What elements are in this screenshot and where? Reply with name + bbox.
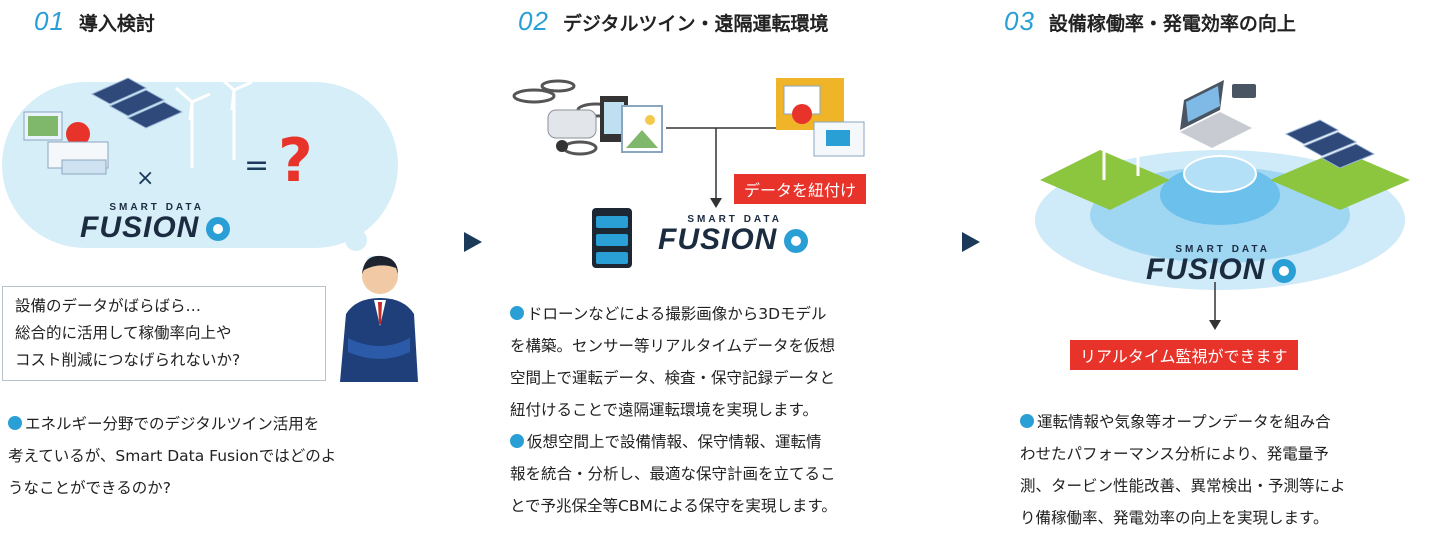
step-arrow-1 xyxy=(464,232,482,252)
equals-symbol: = xyxy=(244,148,269,183)
bullet-dot xyxy=(1020,414,1034,428)
camera-image-icon xyxy=(600,96,662,152)
step-2-illustration xyxy=(496,70,936,290)
brain-hologram-icon xyxy=(1184,156,1256,192)
data-link-tag: データを紐付け xyxy=(734,174,866,204)
step-2-number: 02 xyxy=(518,6,549,37)
bullet-dot xyxy=(510,434,524,448)
step-1-title: 導入検討 xyxy=(79,9,155,36)
down-arrow xyxy=(1208,282,1222,330)
businessman-icon xyxy=(318,254,428,384)
step-2-column: 02 デジタルツイン・遠隔運転環境 xyxy=(496,0,936,542)
folder-icon xyxy=(776,78,864,156)
step-2-title: デジタルツイン・遠隔運転環境 xyxy=(563,9,829,36)
step-2-header: 02 デジタルツイン・遠隔運転環境 xyxy=(518,6,829,37)
step-1-column: 01 導入検討 × = ? SMART DATA xyxy=(0,0,440,542)
smart-data-fusion-logo-3: SMART DATA FUSION xyxy=(1146,244,1299,285)
step-1-description: エネルギー分野でのデジタルツイン活用を 考えているが、Smart Data Fu… xyxy=(8,408,336,504)
bullet-dot xyxy=(8,416,22,430)
fusion-drop-icon xyxy=(1269,255,1299,285)
step-3-title: 設備稼働率・発電効率の向上 xyxy=(1049,9,1296,36)
smart-data-fusion-logo: SMART DATA FUSION xyxy=(80,202,233,243)
database-icon xyxy=(592,208,632,268)
bullet-dot xyxy=(510,306,524,320)
smart-data-fusion-logo-2: SMART DATA FUSION xyxy=(658,214,811,255)
thought-text-box: 設備のデータがばらばら… 総合的に活用して稼働率向上や コスト削減につなげられな… xyxy=(2,286,326,381)
step-arrow-2 xyxy=(962,232,980,252)
step-3-description: 運転情報や気象等オープンデータを組み合 わせたパフォーマンス分析により、発電量予… xyxy=(1020,406,1346,534)
fusion-drop-icon xyxy=(781,225,811,255)
step-2-description: ドローンなどによる撮影画像から3Dモデル を構築。センサー等リアルタイムデータを… xyxy=(510,298,837,522)
drone-icon xyxy=(514,81,614,154)
step-3-column: 03 設備稼働率・発電効率の向上 xyxy=(1000,0,1440,542)
realtime-monitor-tag: リアルタイム監視ができます xyxy=(1070,340,1298,370)
step-3-number: 03 xyxy=(1004,6,1035,37)
fusion-drop-icon xyxy=(203,213,233,243)
times-symbol: × xyxy=(136,166,154,191)
step-3-header: 03 設備稼働率・発電効率の向上 xyxy=(1004,6,1296,37)
step-1-number: 01 xyxy=(34,6,65,37)
step-1-header: 01 導入検討 xyxy=(34,6,155,37)
laptop-icon xyxy=(1180,80,1256,148)
question-mark: ? xyxy=(278,126,313,196)
